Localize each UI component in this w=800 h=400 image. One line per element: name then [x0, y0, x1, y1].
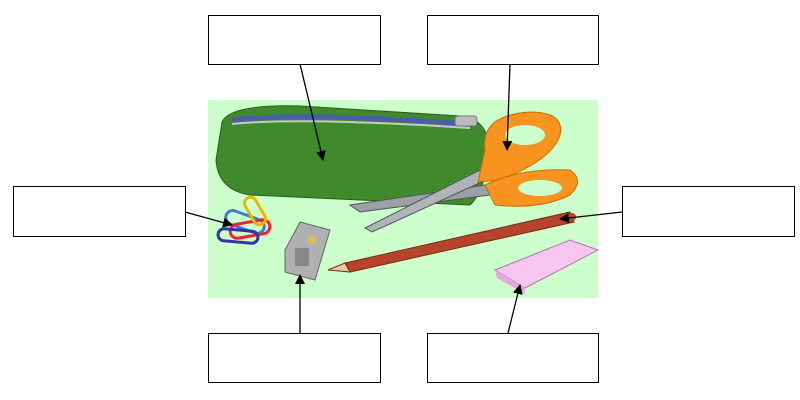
paper-clips-image [216, 195, 272, 245]
sharpener-image [284, 221, 331, 281]
arrow-paper-clips [184, 211, 233, 228]
label-box-eraser[interactable] [427, 333, 599, 383]
arrow-scissors [502, 63, 513, 151]
arrow-pencil-case [299, 63, 326, 161]
label-box-sharpener[interactable] [208, 333, 381, 383]
label-box-pencil[interactable] [622, 186, 795, 237]
label-box-pencil-case[interactable] [208, 15, 381, 65]
label-box-paper-clips[interactable] [13, 186, 186, 237]
arrow-eraser [507, 284, 523, 334]
arrow-pencil [559, 211, 623, 223]
scissors-image [348, 111, 578, 233]
label-box-scissors[interactable] [427, 15, 599, 65]
